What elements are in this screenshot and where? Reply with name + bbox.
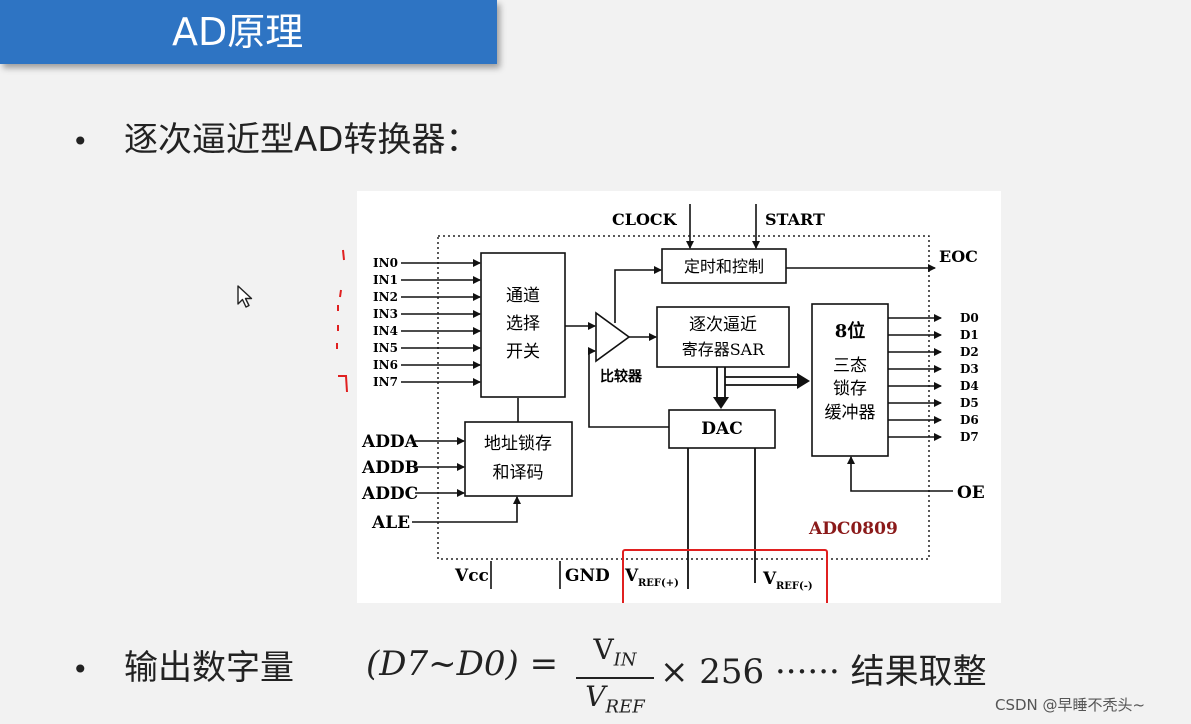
bullet-1: • [72, 125, 89, 158]
channel-select-block [480, 252, 566, 398]
start-label: START [765, 210, 825, 229]
pin-d1: D1 [960, 328, 979, 342]
pin-in5: IN5 [373, 341, 398, 355]
sar-label-2: 寄存器SAR [682, 340, 766, 359]
timing-control-block [661, 248, 787, 284]
dac-label: DAC [701, 419, 742, 439]
pin-in7: IN7 [373, 375, 398, 389]
pin-ale: ALE [371, 513, 410, 533]
pin-d5: D5 [960, 396, 979, 410]
title-banner: AD原理 [0, 0, 497, 64]
vcc-label: Vcc [454, 566, 489, 586]
latch-label-2: 三态 [833, 356, 867, 376]
tristate-latch-block [811, 303, 889, 457]
timing-label: 定时和控制 [684, 257, 764, 276]
pin-d7: D7 [960, 430, 979, 444]
page-title: AD原理 [172, 10, 304, 54]
chip-name-label: ADC0809 [808, 519, 898, 539]
bullet-text-2: 输出数字量 [124, 648, 294, 688]
vref-plus-sub: REF(+) [638, 578, 679, 589]
pin-d4: D4 [960, 379, 979, 393]
mouse-cursor-icon [237, 285, 253, 308]
vref-plus-letter: V [624, 566, 639, 586]
mux-label-3: 开关 [506, 342, 540, 362]
pin-d6: D6 [960, 413, 979, 427]
vref-minus-letter: V [762, 569, 777, 589]
addr-latch-label-1: 地址锁存 [484, 434, 552, 454]
output-pins: D0 D1 D2 D3 D4 D5 D6 D7 [888, 311, 979, 444]
gnd-label: GND [565, 566, 610, 586]
pin-d0: D0 [960, 311, 979, 325]
chip-boundary [437, 235, 930, 560]
comparator-symbol [595, 311, 631, 363]
pin-in4: IN4 [373, 324, 398, 338]
addr-latch-label-2: 和译码 [493, 463, 544, 483]
pin-in3: IN3 [373, 307, 398, 321]
latch-label-4: 缓冲器 [825, 403, 876, 423]
pin-addc: ADDC [361, 484, 418, 504]
vref-highlight-box [622, 549, 828, 603]
pin-addb: ADDB [361, 458, 419, 478]
formula-rhs: × 256 ······ 结果取整 [660, 652, 987, 692]
pin-d3: D3 [960, 362, 979, 376]
oe-label: OE [957, 483, 985, 503]
pin-in0: IN0 [373, 256, 398, 270]
latch-label-3: 锁存 [833, 379, 867, 399]
bullet-text-1: 逐次逼近型AD转换器： [124, 120, 480, 160]
formula-fraction: VIN VREF [576, 634, 654, 723]
sar-label-1: 逐次逼近 [689, 315, 757, 335]
pin-d2: D2 [960, 345, 979, 359]
adc0809-diagram: IN0 IN1 IN2 IN3 IN4 IN5 IN6 IN7 通道 选择 开关… [357, 191, 1001, 603]
latch-label-1: 8位 [835, 320, 866, 342]
formula-lhs: (D7~D0) = [366, 644, 559, 684]
mux-label-2: 选择 [506, 314, 540, 334]
formula-denominator: VREF [576, 676, 654, 724]
eoc-label: EOC [939, 247, 978, 266]
red-annotation-marks [336, 249, 348, 393]
address-latch-block [464, 421, 573, 497]
dac-block [668, 409, 776, 449]
pin-adda: ADDA [361, 432, 419, 452]
csdn-watermark: CSDN @早睡不秃头~ [995, 696, 1146, 714]
clock-label: CLOCK [612, 210, 678, 229]
vref-minus-sub: REF(-) [776, 581, 813, 592]
mux-label-1: 通道 [506, 286, 540, 306]
input-pins: IN0 IN1 IN2 IN3 IN4 IN5 IN6 IN7 [373, 256, 481, 389]
pin-in2: IN2 [373, 290, 398, 304]
sar-register-block [656, 306, 790, 368]
pin-in6: IN6 [373, 358, 398, 372]
bullet-2: • [72, 653, 89, 686]
pin-in1: IN1 [373, 273, 398, 287]
comparator-label: 比较器 [600, 368, 643, 385]
formula-numerator: VIN [593, 633, 637, 671]
